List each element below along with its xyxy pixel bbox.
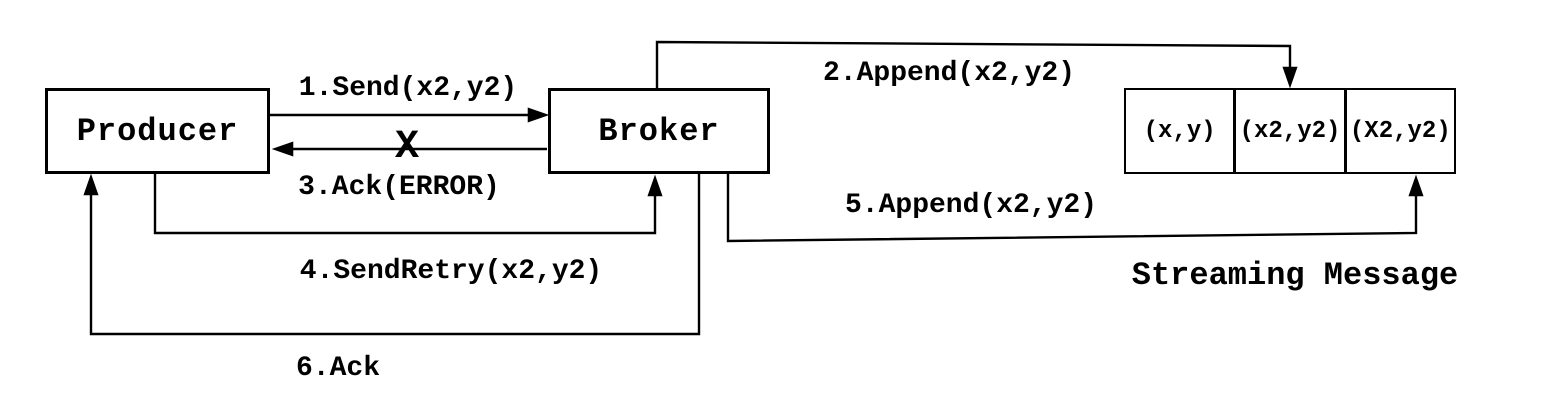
failure-x-mark: X [394,125,420,170]
producer-label: Producer [76,112,239,150]
stream-cell-1: (x,y) [1124,88,1236,174]
streaming-message-caption: Streaming Message [1131,257,1459,294]
stream-cell-2-value: (x2,y2) [1239,117,1341,145]
broker-label: Broker [598,112,720,150]
message-label-ack-error: 3.Ack(ERROR) [298,172,500,203]
stream-cell-2: (x2,y2) [1234,88,1346,174]
arrow-send-retry [153,174,663,235]
broker-node: Broker [548,88,770,174]
arrow-append-retry [726,174,1424,243]
message-label-send: 1.Send(x2,y2) [298,73,518,104]
stream-cell-1-value: (x,y) [1143,117,1216,145]
message-label-append-first: 2.Append(x2,y2) [822,58,1076,89]
message-label-append-retry: 5.Append(x2,y2) [844,190,1098,221]
stream-cell-3: (X2,y2) [1344,88,1456,174]
message-label-final-ack: 6.Ack [295,353,381,384]
arrow-append-first [655,40,1298,89]
arrow-final-ack [83,173,701,336]
streaming-message-log: (x,y) (x2,y2) (X2,y2) [1124,88,1456,174]
message-label-send-retry: 4.SendRetry(x2,y2) [299,256,603,287]
producer-node: Producer [45,88,270,174]
stream-cell-3-value: (X2,y2) [1349,117,1451,145]
